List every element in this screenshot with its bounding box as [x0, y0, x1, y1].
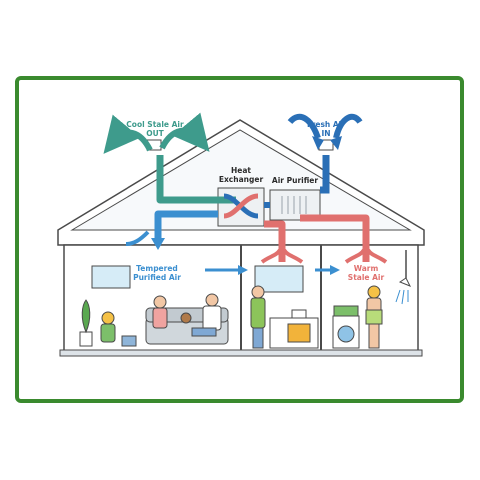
plant-pot [79, 331, 93, 347]
cool-stale-air-label: Cool Stale Air OUT [123, 120, 187, 138]
warm-bath-vent-l [344, 248, 366, 264]
warm-stale-duct-bath [300, 214, 370, 262]
air-purifier-label: Air Purifier [268, 176, 322, 185]
cool-stale-air-line2: OUT [146, 129, 164, 138]
cook-legs [252, 327, 264, 349]
toy-box [121, 335, 137, 347]
warm-stale-line2: Stale Air [347, 273, 385, 282]
person-1-body [152, 307, 168, 329]
heat-exchanger-line1: Heat [230, 166, 251, 175]
window-kitchen [254, 265, 304, 293]
pot [291, 309, 307, 319]
cool-stale-arrow-right [159, 112, 210, 152]
flow-arrow-1-head [238, 265, 248, 275]
flow-arrow-2-head [330, 265, 340, 275]
bather-legs [368, 323, 380, 349]
cool-stale-arrow-left [103, 114, 153, 154]
tempered-duct [154, 210, 218, 240]
fresh-arrow-left [287, 113, 321, 140]
window-living [91, 265, 131, 289]
warm-stale-air-label: Warm Stale Air [340, 264, 392, 282]
bather-towel [365, 309, 383, 325]
air-purifier-filter [281, 196, 307, 214]
person-2-legs [191, 327, 217, 337]
fresh-air-label: Fresh Air IN [298, 120, 354, 138]
warm-bath-vent-r [366, 248, 388, 264]
fresh-duct [320, 155, 330, 194]
dog-head [180, 312, 192, 324]
tempered-line1: Tempered [136, 264, 178, 273]
person-2-head [205, 293, 219, 307]
laundry-basket [333, 305, 359, 317]
cool-stale-duct [156, 155, 236, 204]
heat-exchanger-line2: Exchanger [218, 175, 264, 184]
washing-machine-door [337, 325, 355, 343]
warm-kitchen-vent-r [282, 248, 304, 264]
oven [287, 323, 311, 343]
bather-head [367, 285, 381, 299]
warm-stale-duct-kitchen [264, 220, 286, 262]
tempered-duct-head [151, 238, 165, 250]
plant-leaves [81, 299, 91, 334]
floor [59, 349, 423, 357]
air-purifier-line1: Air Purifier [271, 176, 319, 185]
child-head [101, 311, 115, 325]
tempered-air-label: Tempered Purified Air [124, 264, 190, 282]
cook-head [251, 285, 265, 299]
shower-water [395, 289, 409, 305]
cool-stale-air-line1: Cool Stale Air [126, 120, 184, 129]
heat-exchanger-label: Heat Exchanger [216, 166, 266, 184]
shower-head [398, 277, 412, 287]
fresh-arrow-right-head [330, 136, 342, 150]
fresh-arrow-right [333, 113, 363, 139]
fresh-arrow-left-head [312, 136, 324, 150]
fresh-air-line2: IN [321, 129, 331, 138]
tempered-vent-arrow [125, 230, 150, 246]
cook-body [250, 297, 266, 329]
person-1-head [153, 295, 167, 309]
warm-stale-line1: Warm [353, 264, 379, 273]
tempered-line2: Purified Air [133, 273, 181, 282]
person-2-body [202, 305, 222, 331]
exchanger-cross-2 [223, 193, 259, 219]
child-body [100, 323, 116, 343]
warm-kitchen-vent-l [260, 248, 282, 264]
fresh-air-line1: Fresh Air [307, 120, 345, 129]
